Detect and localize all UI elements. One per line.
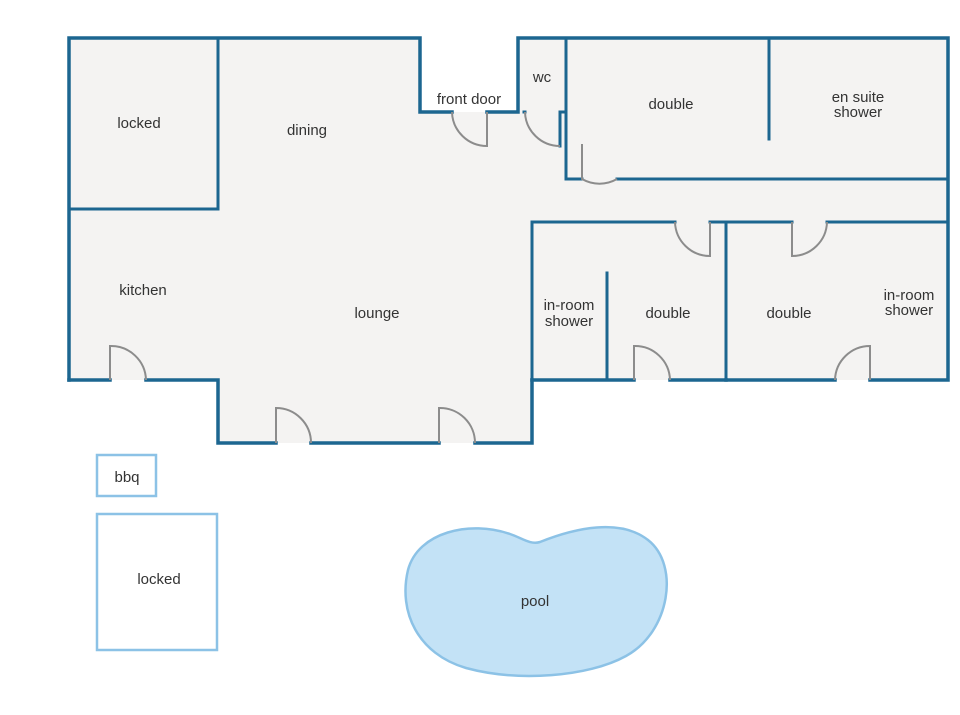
house-floor (69, 38, 948, 443)
double-mid-outdoor-door[interactable] (633, 344, 671, 381)
doors (109, 111, 871, 444)
label-pool: pool (521, 593, 549, 610)
label-kitchen: kitchen (119, 282, 167, 299)
label-bbq: bbq (114, 469, 139, 486)
label-in-room-shower-b-line1: in-room (884, 287, 935, 304)
double-mid-door[interactable] (674, 221, 711, 258)
double-right-door[interactable] (791, 221, 828, 258)
pool-shape (404, 525, 668, 678)
double-right-outdoor-door[interactable] (834, 344, 871, 381)
interior-walls (67, 36, 950, 382)
label-en-suite-line2: shower (834, 104, 882, 121)
label-front-door: front door (437, 91, 501, 108)
lounge-door-left[interactable] (275, 406, 312, 444)
label-double-mid: double (645, 305, 690, 322)
label-lounge: lounge (354, 305, 399, 322)
lounge-door-right[interactable] (438, 406, 476, 444)
kitchen-door[interactable] (109, 344, 147, 381)
locked-shed-box (95, 512, 219, 652)
label-locked-top: locked (117, 115, 160, 132)
label-en-suite-line1: en suite (832, 89, 885, 106)
front-door[interactable] (451, 111, 488, 148)
label-in-room-shower-b-line2: shower (885, 302, 933, 319)
label-locked-shed: locked (137, 571, 180, 588)
label-wc: wc (532, 69, 552, 86)
bbq-box (95, 453, 158, 498)
label-dining: dining (287, 122, 327, 139)
wc-door[interactable] (524, 111, 561, 147)
label-in-room-shower-a-line2: shower (545, 313, 593, 330)
label-double-top: double (648, 96, 693, 113)
label-in-room-shower-a-line1: in-room (544, 297, 595, 314)
double-top-door[interactable] (581, 144, 618, 185)
label-double-right: double (766, 305, 811, 322)
exterior-walls (67, 36, 950, 445)
